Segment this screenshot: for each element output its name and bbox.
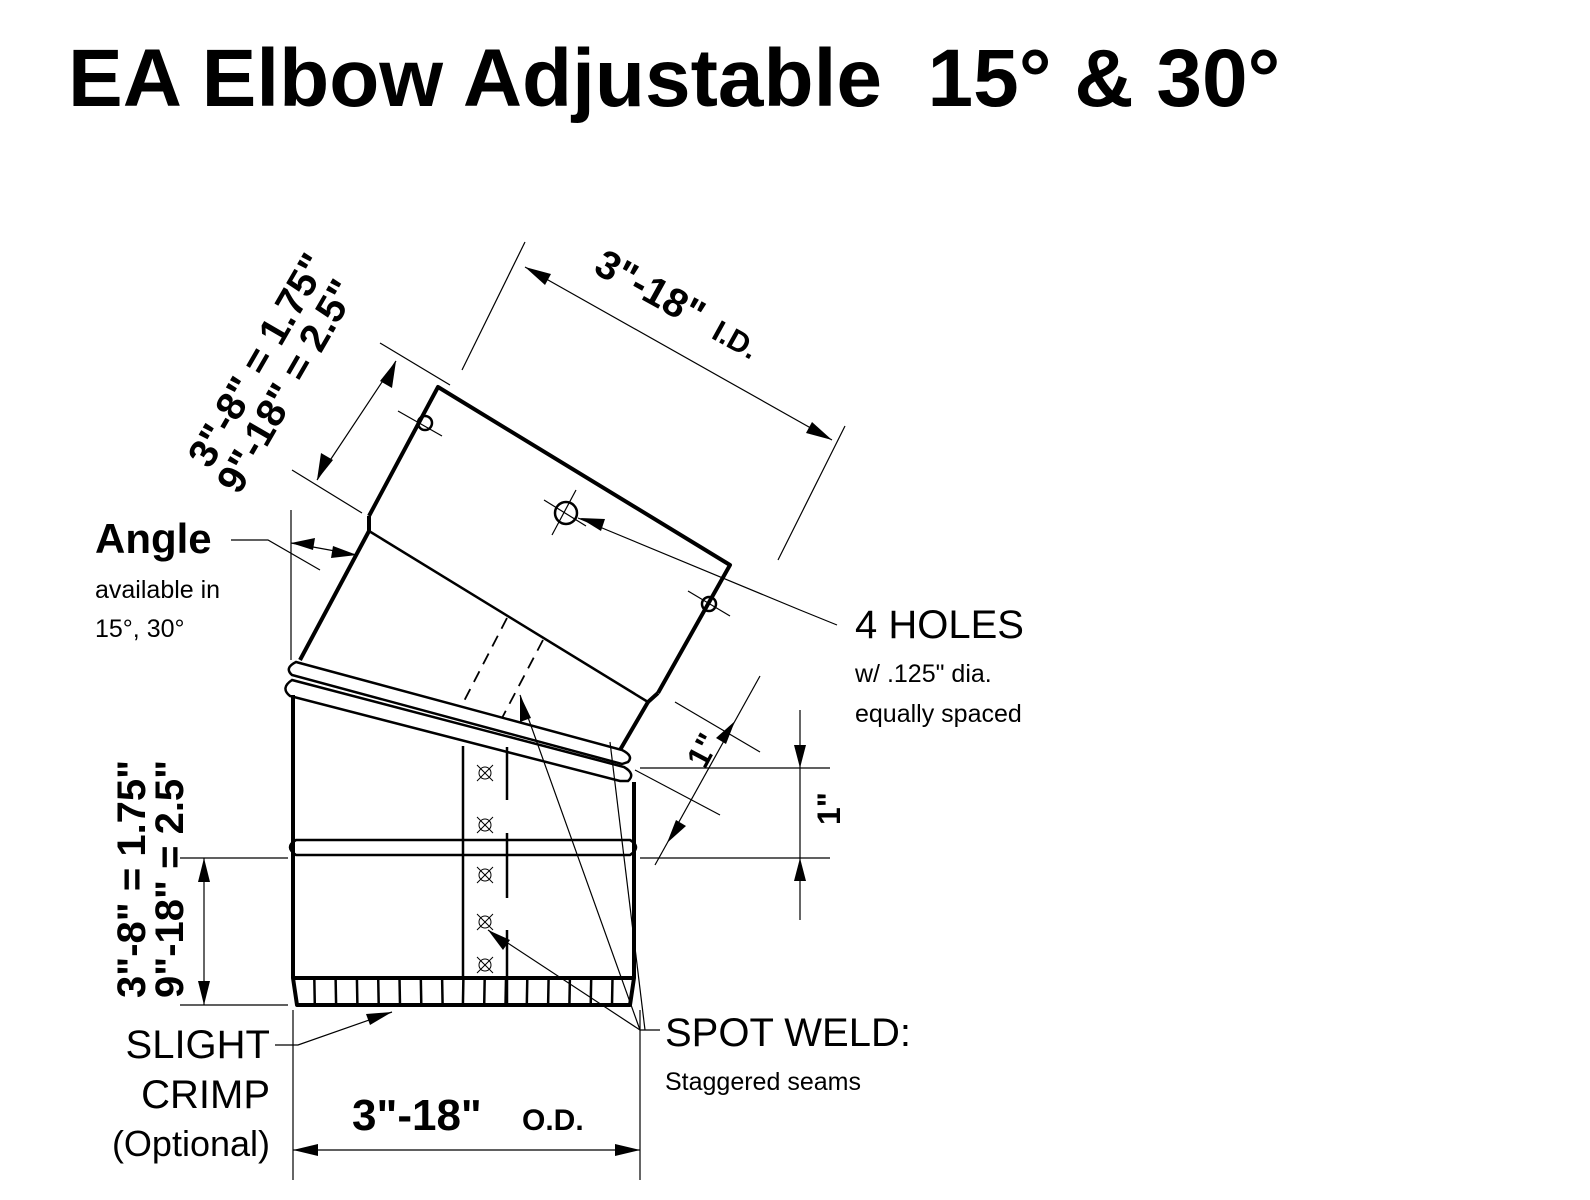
hole-icon (700, 595, 718, 613)
crimp-tick (482, 977, 486, 1006)
top-diameter-label: 3"-18" (588, 241, 713, 337)
crimp-callout-line2: CRIMP (141, 1073, 270, 1117)
spot-weld-icon (476, 816, 494, 834)
vertical-overlap-label: 1" (811, 792, 847, 825)
straight-ring (288, 838, 638, 857)
hole-icon (553, 500, 579, 526)
holes-callout-title: 4 HOLES (855, 603, 1024, 647)
dimension-lines (180, 241, 846, 1180)
drawing-title: EA Elbow Adjustable 15° & 30° (68, 33, 1280, 124)
angle-callout-line2: 15°, 30° (95, 615, 185, 643)
bottom-length-label-1: 3"-8" = 1.75" (110, 760, 154, 998)
crimp-tick (546, 977, 550, 1006)
spot-weld-icon (476, 764, 494, 782)
bottom-length-label-2: 9"-18" = 2.5" (148, 760, 192, 998)
bottom-diameter-label: 3"-18" (352, 1091, 482, 1140)
spot-weld-icon (476, 866, 494, 884)
crimp-callout-line1: SLIGHT (126, 1023, 270, 1067)
crimp-tick (376, 977, 380, 1006)
crimp-tick (525, 977, 529, 1006)
crimp-tick (334, 977, 338, 1006)
crimp-tick (440, 977, 444, 1006)
holes-callout-line2: equally spaced (855, 700, 1022, 728)
angle-callout-line1: available in (95, 576, 220, 604)
crimp-tick (419, 977, 423, 1006)
crimp-tick (568, 977, 572, 1006)
weld-callout-title: SPOT WELD: (665, 1011, 911, 1055)
crimp-tick (398, 977, 402, 1006)
crimp-callout-line3: (Optional) (112, 1123, 270, 1164)
crimp-tick (610, 977, 614, 1006)
middle-section (298, 530, 650, 752)
angle-callout-title: Angle (95, 515, 212, 562)
weld-callout-line1: Staggered seams (665, 1068, 861, 1096)
spot-weld-icon (476, 913, 494, 931)
bottom-diameter-suffix: O.D. (522, 1104, 584, 1137)
angled-overlap-label: 1" (679, 727, 726, 773)
crimp-band (291, 976, 636, 1007)
top-section (367, 385, 732, 704)
crimp-tick (461, 977, 465, 1006)
crimp-tick (504, 977, 508, 1006)
angled-rings (284, 660, 633, 783)
spot-weld-icon (476, 956, 494, 974)
crimp-tick (589, 977, 593, 1006)
holes-callout-line1: w/ .125" dia. (854, 660, 992, 688)
crimp-tick (313, 977, 317, 1006)
crimp-tick (355, 977, 359, 1006)
top-diameter-suffix: I.D. (707, 315, 764, 366)
